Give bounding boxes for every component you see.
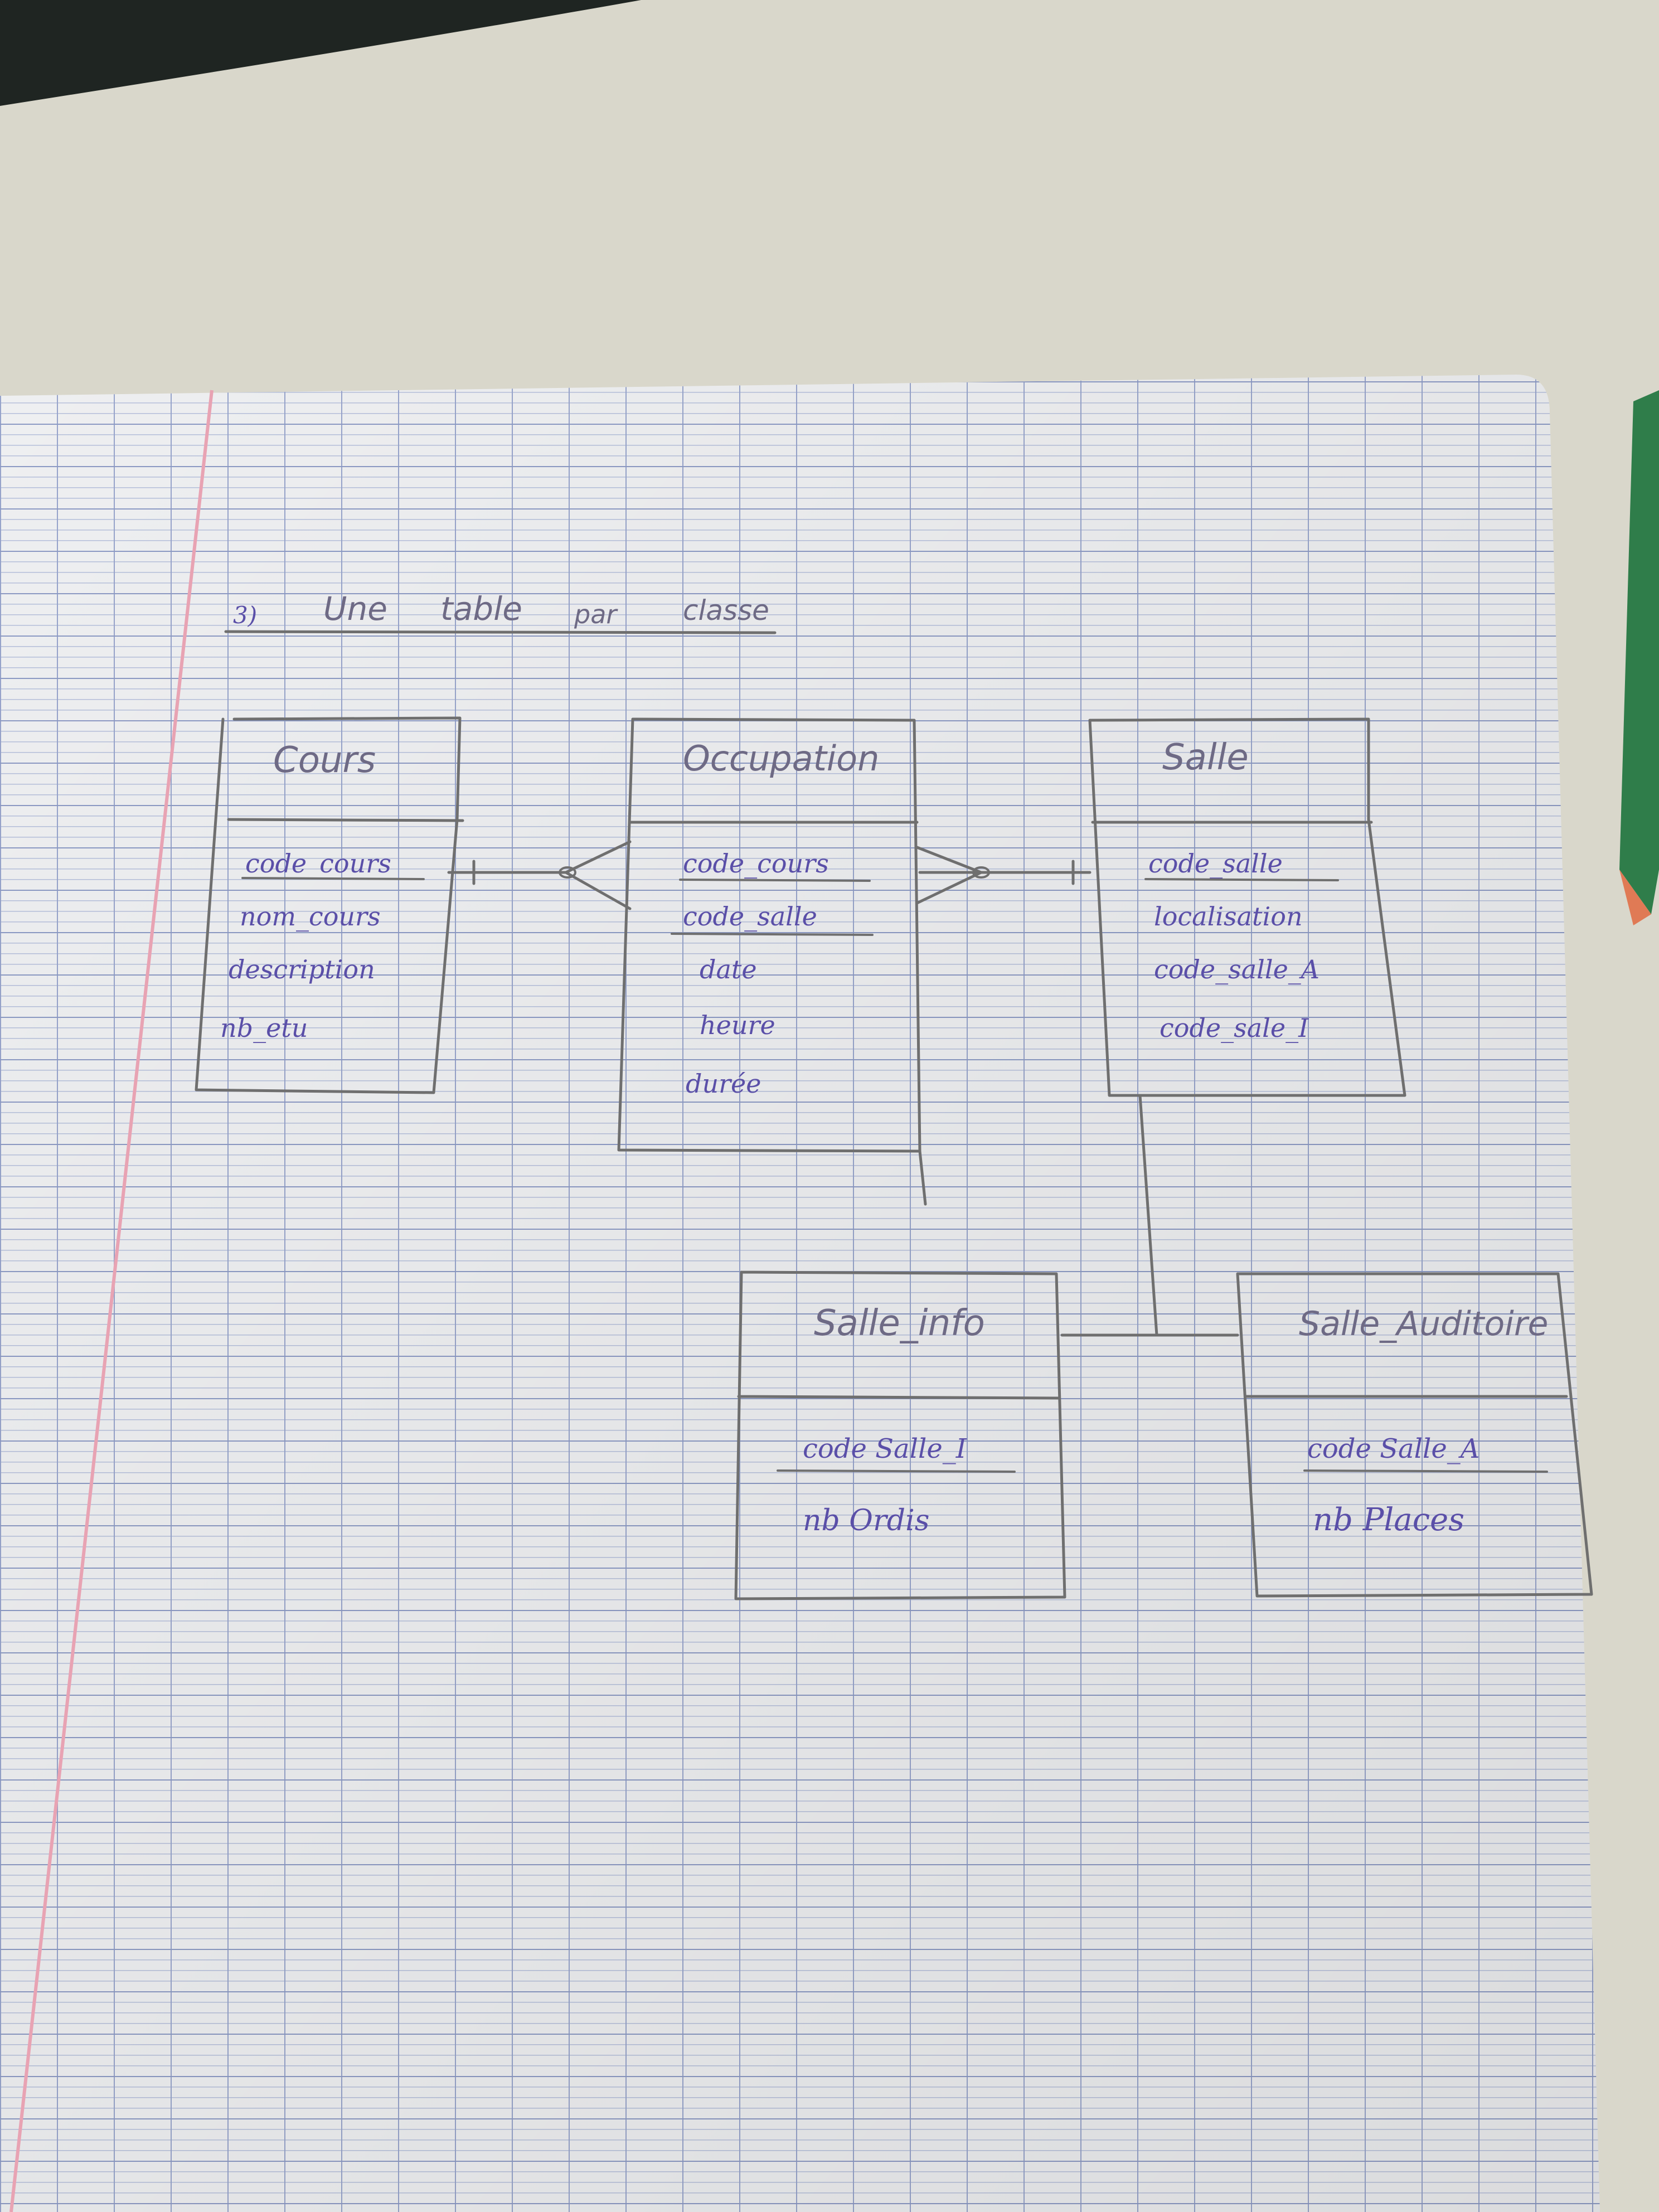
attribute-text: heure (700, 1010, 775, 1040)
attribute-text: durée (686, 1069, 761, 1099)
heading-underline (224, 630, 777, 634)
entity-salle: Salle code_salle localisation code_salle… (1088, 717, 1406, 1097)
attribute-text: nom_cours (240, 901, 381, 932)
heading-number: 3) (233, 601, 257, 629)
attribute-text: description (229, 954, 375, 984)
entity-title: Salle_Auditoire (1299, 1304, 1548, 1343)
entity-occupation: Occupation code_cours code_salle date he… (617, 717, 927, 1206)
attribute-text: code Salle_A (1307, 1433, 1479, 1464)
heading-word-table: table (440, 590, 522, 628)
entity-salle-auditoire: Salle_Auditoire code Salle_A nb Places (1236, 1272, 1593, 1598)
attribute-text: code_cours (683, 848, 829, 879)
inheritance-link (1060, 1094, 1239, 1337)
margin-line (9, 390, 214, 2212)
relationship-cours-occupation (447, 840, 632, 910)
heading-word-classe: classe (683, 594, 769, 627)
relationship-occupation-salle (915, 846, 1092, 905)
attribute-text: code_sale_I (1160, 1013, 1309, 1043)
attribute-text: code_cours (245, 848, 391, 879)
heading-word-par: par (574, 599, 618, 629)
heading-word-une: Une (323, 590, 387, 628)
heading: 3) Une table par classe (224, 590, 777, 634)
dark-top-edge (0, 0, 641, 106)
attribute-text: nb_etu (220, 1013, 308, 1043)
attribute-text: nb Ordis (803, 1504, 929, 1537)
entity-title: Salle (1162, 737, 1249, 778)
entity-title: Cours (273, 740, 376, 781)
attribute-text: date (700, 954, 757, 984)
entity-salle-info: Salle_info code Salle_I nb Ordis (734, 1270, 1066, 1600)
attribute-text: code_salle_A (1154, 954, 1320, 984)
entity-title: Salle_info (814, 1303, 985, 1344)
attribute-text: code_salle (1148, 848, 1283, 879)
pencil-object (1619, 390, 1659, 925)
entity-cours: Cours code_cours nom_cours description n… (195, 716, 464, 1094)
entity-title: Occupation (683, 738, 879, 779)
attribute-text: code_salle (683, 901, 817, 932)
attribute-text: localisation (1154, 901, 1303, 932)
attribute-text: code Salle_I (803, 1433, 967, 1464)
notebook-page (0, 375, 1600, 2212)
attribute-text: nb Places (1313, 1502, 1464, 1538)
